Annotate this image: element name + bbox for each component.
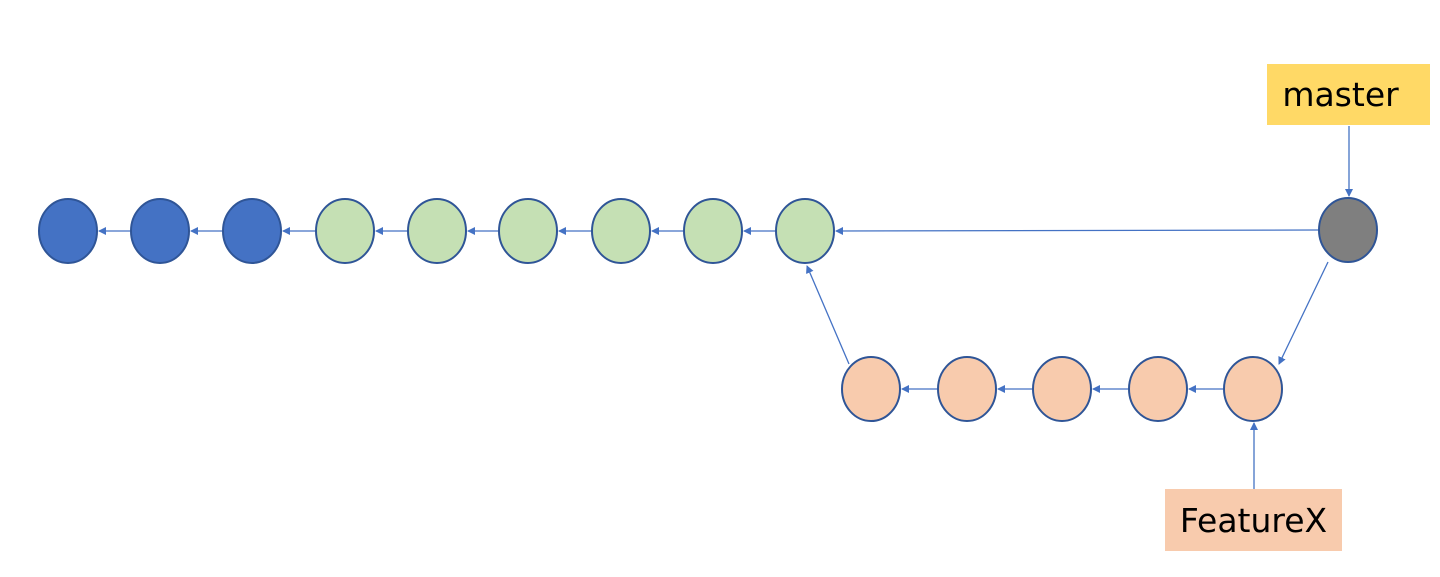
commit-node-shared bbox=[591, 198, 651, 264]
commit-node-old bbox=[130, 198, 190, 264]
commit-node-feature bbox=[841, 356, 901, 422]
commit-node-feature bbox=[937, 356, 997, 422]
merge-parent-arrow bbox=[1278, 261, 1329, 365]
master-branch-text: master bbox=[1282, 75, 1399, 114]
merge-parent-arrow bbox=[835, 226, 1319, 235]
commit-node-old bbox=[222, 198, 282, 264]
master-branch-label: master bbox=[1267, 64, 1430, 125]
commit-node-shared bbox=[498, 198, 558, 264]
commit-node-feature bbox=[1128, 356, 1188, 422]
commit-node-old bbox=[38, 198, 98, 264]
featurex-branch-label: FeatureX bbox=[1165, 489, 1342, 551]
commit-node-shared bbox=[775, 198, 835, 264]
commit-node-feature bbox=[1223, 356, 1283, 422]
commit-node-shared bbox=[683, 198, 743, 264]
commit-node-shared bbox=[407, 198, 467, 264]
branch-point-arrow bbox=[806, 265, 850, 365]
commit-node-feature bbox=[1032, 356, 1092, 422]
commit-node-shared bbox=[315, 198, 375, 264]
commit-node-merge bbox=[1318, 197, 1378, 263]
featurex-branch-text: FeatureX bbox=[1179, 500, 1328, 540]
